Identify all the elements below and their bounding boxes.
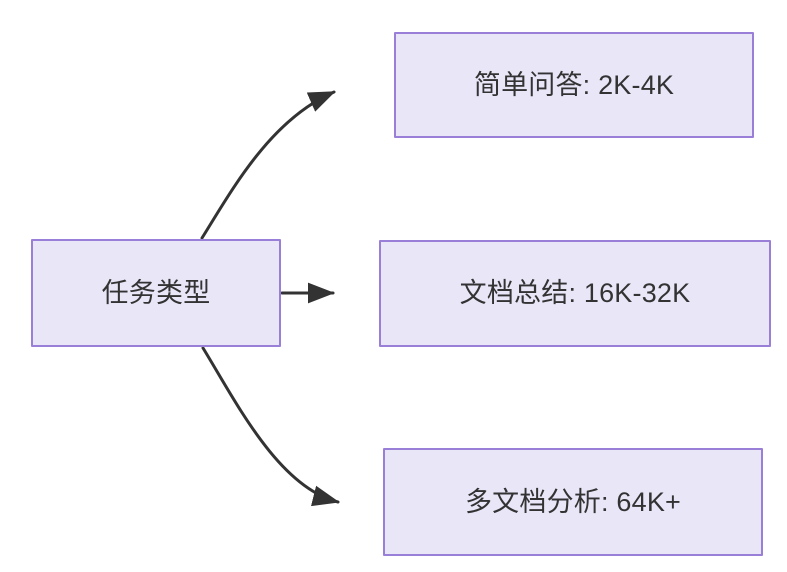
- edge-to-multi-doc: [201, 346, 340, 507]
- node-simple-qa-label: 简单问答: 2K-4K: [473, 69, 675, 100]
- node-simple-qa[interactable]: 简单问答: 2K-4K: [394, 32, 754, 138]
- node-doc-summary[interactable]: 文档总结: 16K-32K: [379, 240, 771, 347]
- node-task-type-label: 任务类型: [101, 277, 211, 308]
- node-doc-summary-label: 文档总结: 16K-32K: [459, 278, 691, 309]
- node-multi-doc-label: 多文档分析: 64K+: [464, 486, 681, 517]
- edge-to-simple-qa: [200, 90, 336, 240]
- node-multi-doc[interactable]: 多文档分析: 64K+: [383, 448, 763, 556]
- node-task-type[interactable]: 任务类型: [31, 239, 281, 347]
